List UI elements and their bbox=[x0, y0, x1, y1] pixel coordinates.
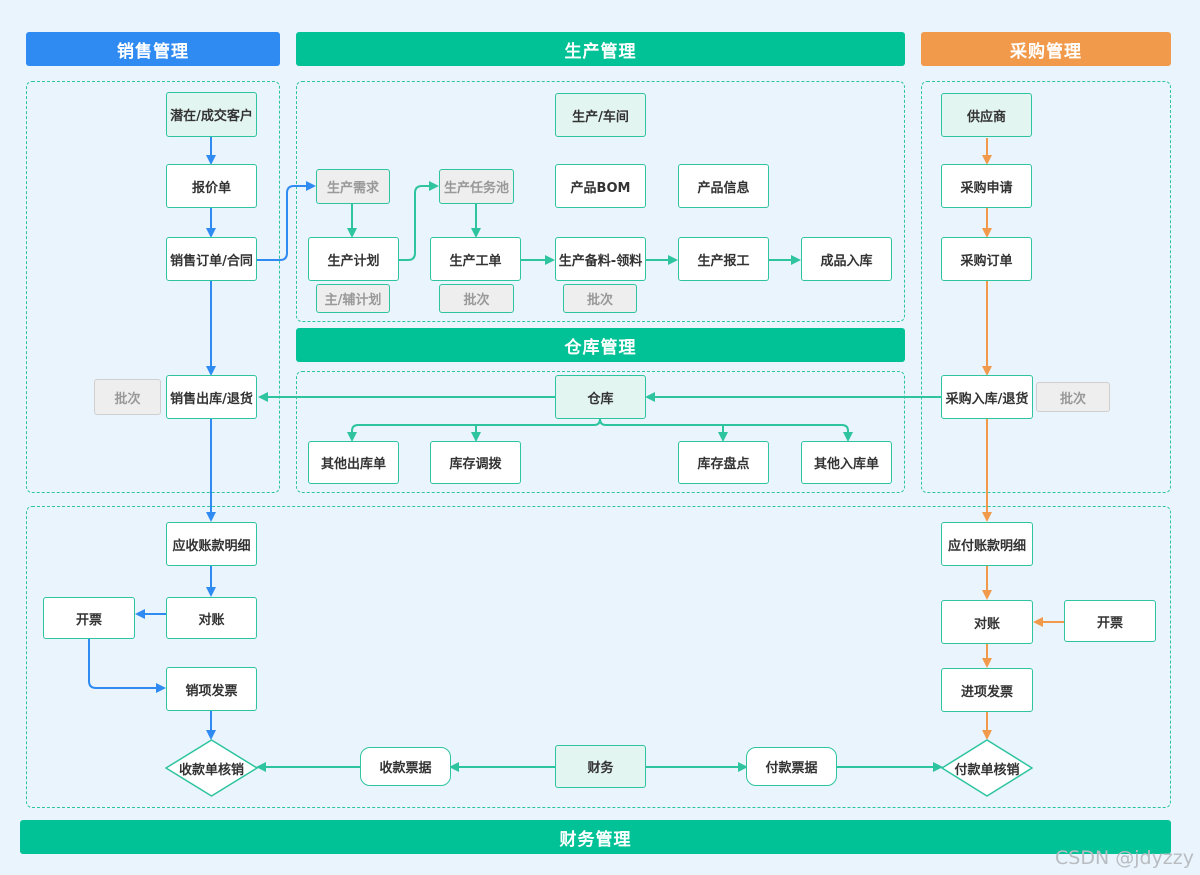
receivable-detail-node[interactable]: 应收账款明细 bbox=[166, 522, 257, 566]
work-order-batch-tag: 批次 bbox=[439, 284, 514, 313]
ar-reconcile-node[interactable]: 对账 bbox=[166, 597, 257, 639]
supplier-node[interactable]: 供应商 bbox=[941, 93, 1032, 137]
receipt-bill-node[interactable]: 收款票据 bbox=[360, 747, 451, 786]
work-order-node[interactable]: 生产工单 bbox=[430, 237, 521, 281]
warehouse-region bbox=[296, 371, 905, 493]
finance-node[interactable]: 财务 bbox=[555, 745, 646, 788]
payment-verify-label: 付款单核销 bbox=[954, 762, 1020, 778]
payment-bill-node[interactable]: 付款票据 bbox=[746, 747, 837, 786]
purchase-batch-tag: 批次 bbox=[1036, 382, 1110, 412]
purchase-order-node[interactable]: 采购订单 bbox=[941, 237, 1032, 281]
finance-region bbox=[26, 506, 1171, 808]
sales-region bbox=[26, 81, 280, 493]
arrow-store-branch bbox=[347, 418, 601, 442]
sales-order-node[interactable]: 销售订单/合同 bbox=[166, 237, 257, 281]
sales-invoice-node[interactable]: 销项发票 bbox=[166, 667, 257, 711]
watermark: CSDN @jdyzzy bbox=[1055, 847, 1194, 869]
task-pool-node[interactable]: 生产任务池 bbox=[439, 169, 514, 204]
production-plan-node[interactable]: 生产计划 bbox=[308, 237, 399, 281]
sales-management-header: 销售管理 bbox=[26, 32, 280, 66]
production-region bbox=[296, 81, 905, 322]
ar-invoice-node[interactable]: 开票 bbox=[43, 597, 135, 639]
finance-management-header: 财务管理 bbox=[20, 820, 1171, 854]
ap-reconcile-node[interactable]: 对账 bbox=[941, 600, 1033, 644]
material-picking-node[interactable]: 生产备料-领料 bbox=[555, 237, 646, 281]
customer-node[interactable]: 潜在/成交客户 bbox=[166, 92, 257, 137]
purchase-request-node[interactable]: 采购申请 bbox=[941, 164, 1032, 208]
arrow-store-branch-right bbox=[599, 418, 853, 442]
arrow-order-demand bbox=[257, 181, 316, 261]
input-invoice-node[interactable]: 进项发票 bbox=[941, 668, 1033, 712]
bom-node[interactable]: 产品BOM bbox=[555, 164, 646, 208]
demand-node[interactable]: 生产需求 bbox=[316, 169, 390, 204]
main-plan-tag: 主/辅计划 bbox=[316, 284, 390, 313]
material-batch-tag: 批次 bbox=[563, 284, 637, 313]
warehouse-node[interactable]: 仓库 bbox=[555, 375, 646, 419]
quote-node[interactable]: 报价单 bbox=[166, 164, 257, 208]
other-inbound-node[interactable]: 其他入库单 bbox=[801, 441, 892, 484]
purchase-management-header: 采购管理 bbox=[921, 32, 1171, 66]
arrow-invoice-salesinvoice bbox=[88, 639, 166, 693]
finished-goods-in-node[interactable]: 成品入库 bbox=[801, 237, 892, 281]
other-outbound-node[interactable]: 其他出库单 bbox=[308, 441, 399, 484]
stock-transfer-node[interactable]: 库存调拨 bbox=[430, 441, 521, 484]
payable-detail-node[interactable]: 应付账款明细 bbox=[941, 522, 1033, 566]
receipt-verify-node[interactable]: 收款单核销 bbox=[165, 739, 258, 797]
production-management-header: 生产管理 bbox=[296, 32, 905, 66]
product-info-node[interactable]: 产品信息 bbox=[678, 164, 769, 208]
arrow-plan-taskpool bbox=[399, 181, 439, 261]
sales-batch-tag: 批次 bbox=[94, 379, 161, 415]
stocktake-node[interactable]: 库存盘点 bbox=[678, 441, 769, 484]
sales-outbound-node[interactable]: 销售出库/退货 bbox=[166, 375, 257, 419]
work-report-node[interactable]: 生产报工 bbox=[678, 237, 769, 281]
ap-invoice-node[interactable]: 开票 bbox=[1064, 600, 1156, 642]
purchase-inbound-node[interactable]: 采购入库/退货 bbox=[941, 375, 1033, 419]
payment-verify-node[interactable]: 付款单核销 bbox=[941, 739, 1033, 797]
purchase-region bbox=[921, 81, 1171, 493]
workshop-node[interactable]: 生产/车间 bbox=[555, 93, 646, 137]
receipt-verify-label: 收款单核销 bbox=[178, 762, 244, 778]
warehouse-management-header: 仓库管理 bbox=[296, 328, 905, 362]
